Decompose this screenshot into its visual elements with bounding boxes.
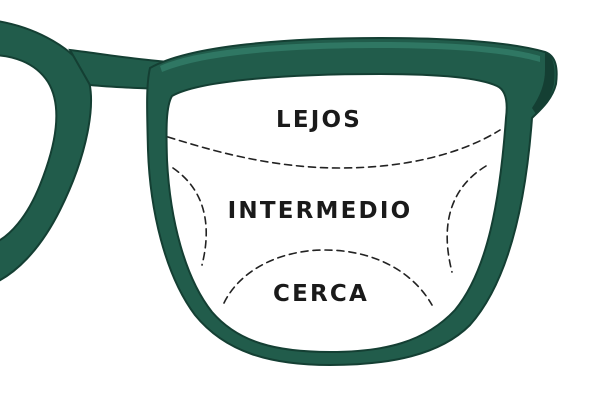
lens <box>165 72 508 354</box>
near-zone-divider <box>223 249 433 306</box>
right-blur-boundary <box>446 165 487 273</box>
far-zone-label: LEJOS <box>276 107 362 133</box>
left-blur-boundary <box>172 167 208 266</box>
rim-highlight <box>160 42 540 72</box>
far-zone-divider <box>167 129 501 169</box>
near-zone-label: CERCA <box>273 281 369 307</box>
temple-hinge <box>532 52 555 114</box>
intermediate-zone-label: INTERMEDIO <box>228 198 413 224</box>
